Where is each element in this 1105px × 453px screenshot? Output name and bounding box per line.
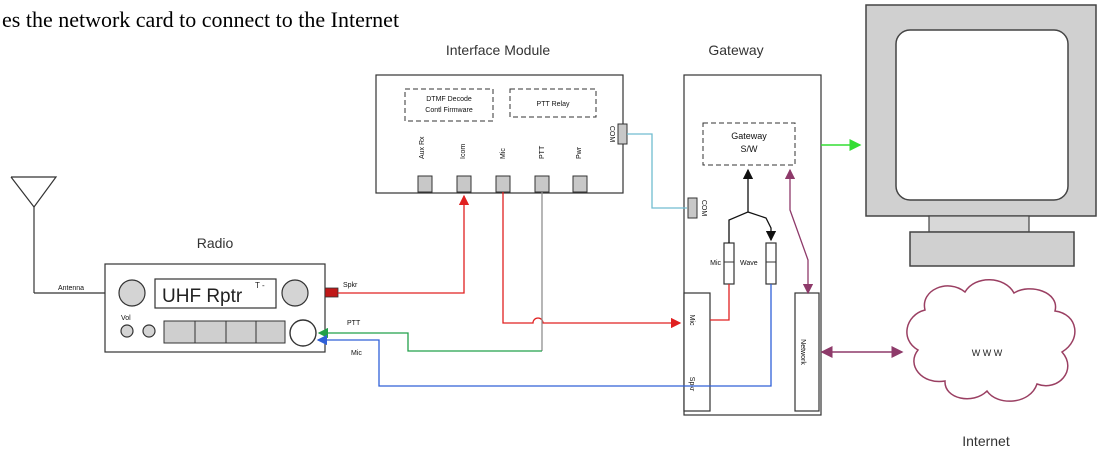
gateway-sw-box [702, 122, 796, 166]
gateway-com-port [687, 197, 698, 219]
radio-vol-label: Vol [121, 315, 131, 322]
internet-cloud: W W W [906, 279, 1076, 402]
radio-button-2 [194, 320, 227, 344]
gateway-mic-spkr-port [683, 292, 711, 412]
radio-spkr-jack [324, 287, 339, 298]
gateway-network-port-label: Network [799, 339, 806, 365]
dtmf-decode-box [404, 88, 494, 122]
radio-display-mark: T - [255, 281, 265, 290]
cloud-www-text: W W W [972, 348, 1003, 358]
radio-title: Radio [197, 235, 234, 251]
radio-small-knob [142, 324, 156, 338]
radio-left-knob [118, 279, 146, 307]
gateway-com-label: COM [700, 200, 707, 217]
wire-blue-to-radio-mic [316, 284, 772, 387]
port-label-pwr: Pwr [576, 146, 583, 159]
ptt-relay-box [509, 88, 597, 118]
wire-mic-to-gateway [502, 192, 682, 329]
radio-ptt-label: PTT [347, 320, 361, 327]
radio-button-1 [163, 320, 196, 344]
radio-button-4 [255, 320, 286, 344]
gateway-network-port [794, 292, 820, 412]
interface-module: Interface Module DTMF Decode Contl Firmw… [375, 42, 628, 194]
radio-display [154, 278, 277, 309]
ptt-relay-label: PTT Relay [537, 101, 570, 108]
radio-mic-jack [289, 319, 317, 347]
wire-ptt-to-radio [317, 327, 542, 352]
port-label-icom: Icom [460, 144, 467, 159]
wire-network-to-sw [784, 168, 814, 295]
wire-mic-slider-to-sw [728, 168, 754, 243]
port-jack-pwr [572, 175, 588, 193]
gateway-sw-label: Gateway [731, 131, 767, 141]
gateway-title: Gateway [708, 42, 763, 58]
gateway-spkr-port-label: Spkr [688, 377, 695, 392]
mic-slider [723, 242, 735, 285]
interface-com-port [617, 123, 628, 145]
interface-module-box [375, 74, 624, 194]
port-label-ptt: PTT [539, 145, 546, 159]
radio-spkr-label: Spkr [343, 282, 358, 289]
wire-spkr-to-icom [338, 194, 470, 294]
radio-display-text: UHF Rptr [162, 286, 243, 307]
port-jack-ptt [534, 175, 550, 193]
gateway-mic-port-label: Mic [688, 315, 695, 326]
port-label-mic: Mic [500, 148, 507, 159]
radio-vol-knob [120, 324, 134, 338]
port-label-aux-rx: Aux Rx [419, 136, 426, 159]
antenna-label: Antenna [58, 285, 84, 292]
wave-slider-label: Wave [740, 260, 758, 267]
wire-com-cyan [627, 133, 687, 209]
caption-text: es the network card to connect to the In… [2, 7, 399, 32]
gateway-sw-sublabel: S/W [741, 144, 759, 154]
radio: Radio UHF Rptr T - Vol Spkr PTT Mic [104, 235, 362, 357]
radio-mic-label: Mic [351, 350, 362, 357]
control-firmware-label: Contl Firmware [425, 107, 473, 114]
wire-mic-to-slider [710, 284, 730, 321]
interface-module-title: Interface Module [446, 42, 550, 58]
wave-slider [765, 242, 777, 285]
port-jack-aux-rx [417, 175, 433, 193]
internet-label: Internet [962, 433, 1010, 449]
port-jack-mic [495, 175, 511, 193]
port-jack-icom [456, 175, 472, 193]
mic-slider-label: Mic [710, 260, 721, 267]
antenna-icon: Antenna [10, 176, 105, 294]
wire-sw-to-wave-slider [747, 211, 777, 242]
monitor-icon [865, 4, 1097, 267]
dtmf-decode-label: DTMF Decode [426, 96, 472, 103]
radio-button-3 [225, 320, 257, 344]
gateway: Gateway Gateway S/W COM Mic Wave Mic Spk… [683, 42, 822, 416]
interface-com-label: COM [608, 126, 615, 143]
radio-right-knob [281, 279, 309, 307]
